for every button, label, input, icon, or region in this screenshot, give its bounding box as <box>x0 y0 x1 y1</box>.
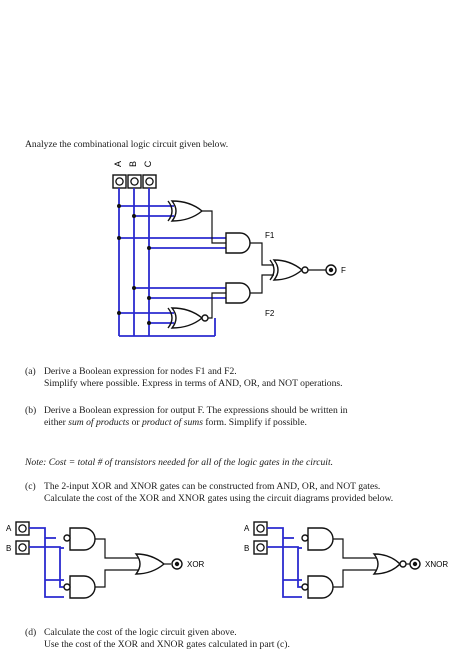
xor-input-terminal-a[interactable] <box>15 521 30 536</box>
gate-wires <box>202 210 326 319</box>
cost-note: Note: Cost = total # of transistors need… <box>25 457 334 468</box>
question-a-line1: Derive a Boolean expression for nodes F1… <box>44 366 237 377</box>
question-c-label: (c) <box>25 481 36 492</box>
question-c-line1: The 2-input XOR and XNOR gates can be co… <box>44 481 381 492</box>
question-d-line2: Use the cost of the XOR and XNOR gates c… <box>44 639 290 650</box>
xnor-nor-gate <box>372 553 407 575</box>
node-label-f2: F2 <box>265 309 275 318</box>
xnor-input-terminal-b[interactable] <box>253 540 268 555</box>
xor-output-terminal[interactable] <box>171 558 183 570</box>
xor-input-label-b: B <box>6 544 11 553</box>
wire-junctions <box>117 204 151 325</box>
question-b-pos: product of sums <box>142 417 203 428</box>
question-b-line2: either sum of products or product of sum… <box>44 417 307 429</box>
question-b-post: form. Simplify if possible. <box>202 417 307 428</box>
xnor-input-terminal-a[interactable] <box>253 521 268 536</box>
question-d-line1: Calculate the cost of the logic circuit … <box>44 627 237 638</box>
intro-text: Analyze the combinational logic circuit … <box>25 139 229 150</box>
and-gate-2 <box>225 282 251 304</box>
and-gate-1 <box>225 232 251 254</box>
node-label-f1: F1 <box>265 231 275 240</box>
xnor-gate <box>167 307 209 329</box>
input-label-a: A <box>113 161 123 167</box>
question-b-sop: sum of products <box>68 417 130 428</box>
output-xnor-gate <box>269 259 309 281</box>
question-c-line2: Calculate the cost of the XOR and XNOR g… <box>44 493 394 504</box>
question-b-label: (b) <box>25 405 37 416</box>
input-label-c: C <box>143 160 153 167</box>
xor-and-gate-top <box>63 527 96 551</box>
output-label-f: F <box>341 266 346 275</box>
xor-output-label: XOR <box>187 560 205 569</box>
question-a-label: (a) <box>25 366 36 377</box>
xnor-and-gate-top <box>301 527 334 551</box>
xnor-output-label: XNOR <box>425 560 448 569</box>
xor-or-gate <box>134 553 166 575</box>
input-terminal-c[interactable] <box>142 174 157 189</box>
xor-gate-wires <box>95 538 171 588</box>
output-terminal-f[interactable] <box>325 264 337 276</box>
question-a-line2: Simplify where possible. Express in term… <box>44 378 343 389</box>
xor-input-terminal-b[interactable] <box>15 540 30 555</box>
xnor-and-gate-bottom <box>301 575 334 599</box>
input-terminal-a[interactable] <box>112 174 127 189</box>
question-b-mid: or <box>129 417 142 428</box>
xnor-input-label-b: B <box>244 544 249 553</box>
xnor-output-terminal[interactable] <box>409 558 421 570</box>
xor-input-label-a: A <box>6 524 12 533</box>
input-label-b: B <box>128 161 138 167</box>
xor-wires <box>29 527 64 598</box>
question-b-line1: Derive a Boolean expression for output F… <box>44 405 348 416</box>
input-terminal-b[interactable] <box>127 174 142 189</box>
xnor-wires <box>267 527 302 598</box>
question-b-pre: either <box>44 417 69 428</box>
question-d-label: (d) <box>25 627 37 638</box>
xor-gate <box>167 200 204 222</box>
xnor-input-label-a: A <box>244 524 250 533</box>
xor-and-gate-bottom <box>63 575 96 599</box>
